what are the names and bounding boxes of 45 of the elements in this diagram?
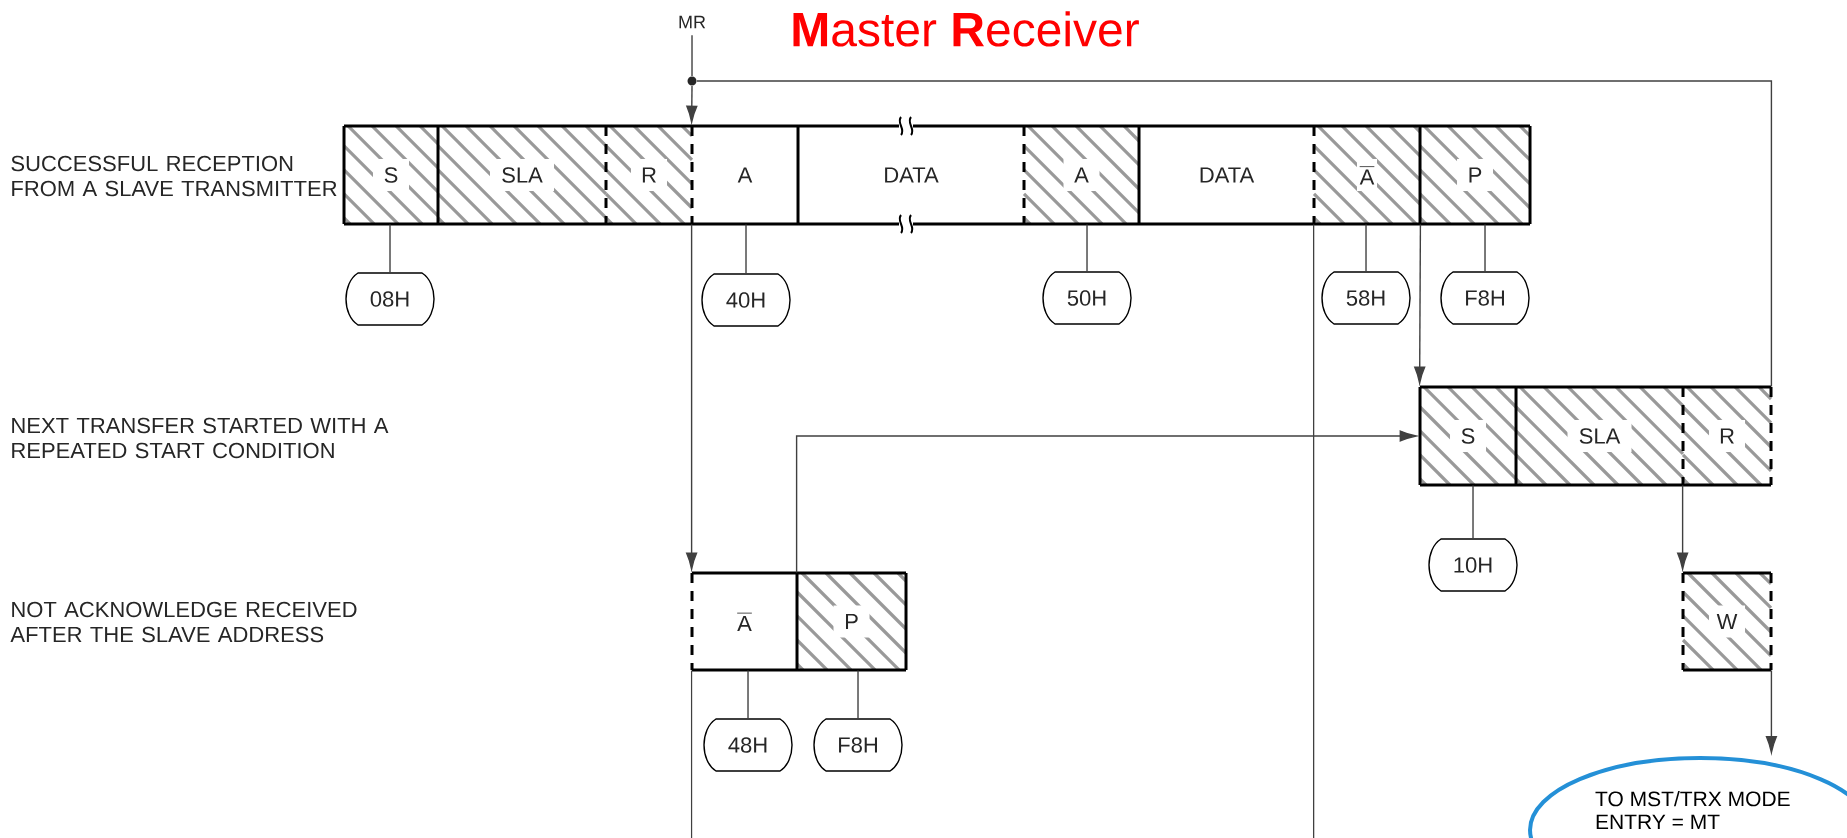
leader-line: [1086, 223, 1088, 273]
status-code: 40H: [701, 273, 791, 327]
connector-arrow: [795, 430, 1417, 574]
status-code: F8H: [1440, 271, 1530, 325]
leader-line: [857, 669, 859, 720]
connector-arrow: [686, 85, 698, 123]
protocol-field: P: [795, 571, 908, 672]
leader-line: [1472, 484, 1474, 540]
protocol-field: $\overline{\mathrm{A}}$: [1312, 124, 1422, 226]
status-code: 48H: [703, 718, 793, 772]
leader-line: [1365, 223, 1367, 273]
status-code: 10H: [1428, 538, 1518, 592]
protocol-field: SLA: [1514, 385, 1685, 487]
status-code: 08H: [345, 272, 435, 326]
connector-line: [1312, 223, 1315, 838]
leader-line: [745, 223, 747, 275]
protocol-field: DATA: [1137, 124, 1314, 226]
row-caption: NOT ACKNOWLEDGE RECEIVED AFTER THE SLAVE ADDRESS: [10, 601, 357, 643]
connector-arrow: [1677, 484, 1689, 570]
protocol-field: DATA: [796, 124, 1024, 226]
protocol-field: R: [1681, 385, 1773, 487]
row-caption: NEXT TRANSFER STARTED WITH A REPEATED START CONDITION: [12, 417, 389, 459]
leader-line: [747, 669, 749, 720]
connector-arrow: [686, 223, 698, 570]
mode-label: MR: [679, 15, 706, 29]
connector-line: [696, 80, 1773, 388]
status-code: 58H: [1321, 271, 1411, 325]
status-code: F8H: [813, 718, 903, 772]
connector-arrow: [1414, 223, 1426, 384]
protocol-field: R: [604, 124, 694, 226]
protocol-field: A: [690, 124, 798, 226]
protocol-field: P: [1418, 124, 1532, 226]
protocol-field: W: [1681, 571, 1773, 672]
protocol-field: A: [1022, 124, 1141, 226]
protocol-field: SLA: [436, 124, 608, 226]
title: Master Receiver: [793, 11, 1139, 47]
protocol-field: S: [1418, 385, 1518, 487]
connector-arrow: [1765, 669, 1777, 754]
protocol-field: $\overline{\mathrm{A}}$: [690, 571, 797, 672]
connector-line: [691, 34, 693, 77]
leader-line: [389, 223, 391, 274]
protocol-field: S: [342, 124, 440, 226]
status-code: 50H: [1042, 271, 1132, 325]
connector-line: [690, 669, 693, 838]
leader-line: [1484, 223, 1486, 273]
